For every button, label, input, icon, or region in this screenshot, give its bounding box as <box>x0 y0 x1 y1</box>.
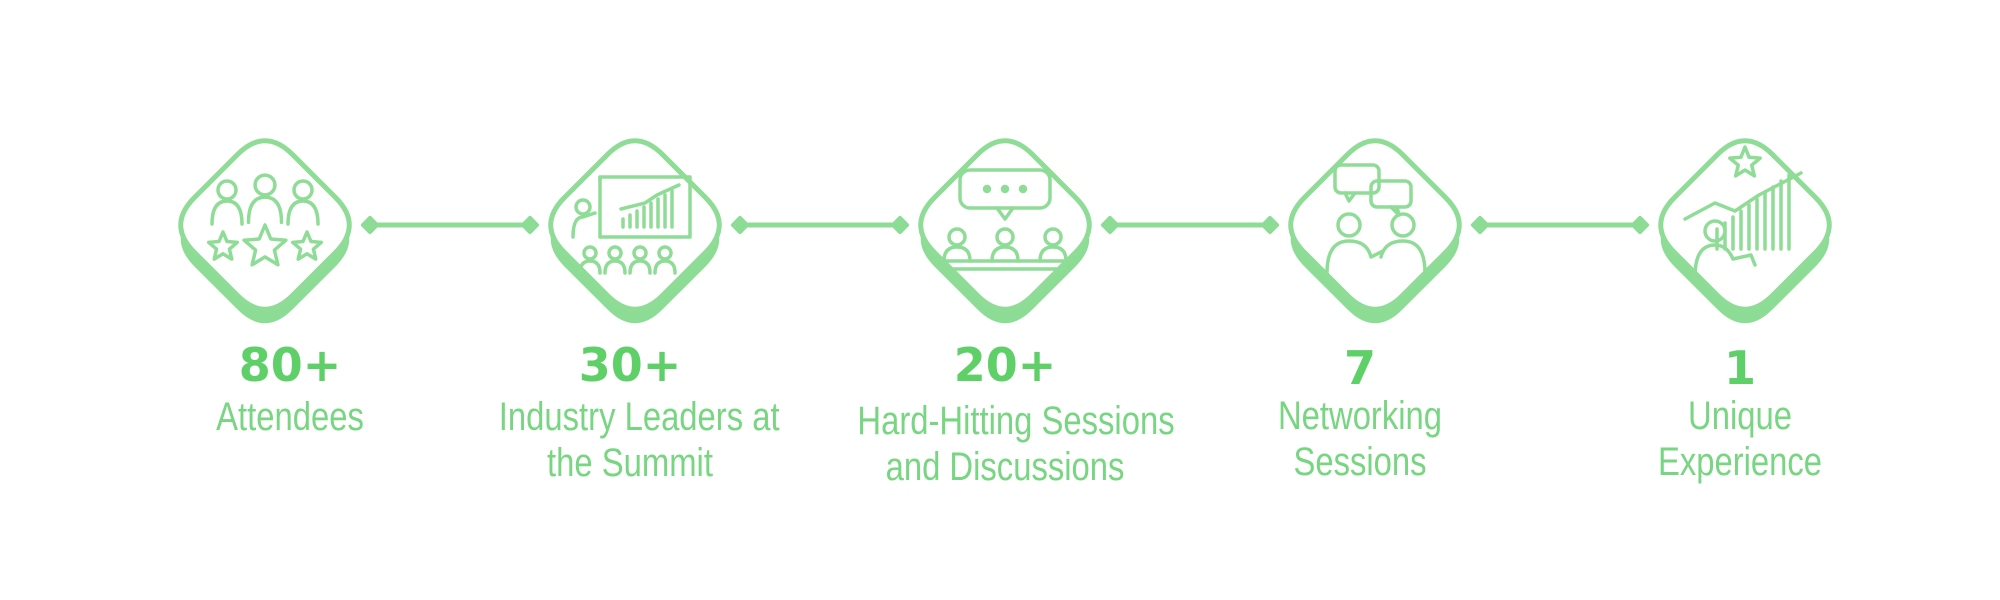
stat-label: Industry Leaders at the Summit <box>498 394 780 486</box>
badge-diamond <box>1288 138 1462 312</box>
stat-label-line: Experience <box>1657 440 1823 484</box>
stat-label-line: Unique <box>1688 394 1792 438</box>
badge-panel-discussion <box>918 138 1092 324</box>
stat-label-line: and Discussions <box>885 445 1125 489</box>
stat-label-line: Sessions <box>1293 440 1427 484</box>
stat-value: 7 <box>1343 341 1376 395</box>
badge-presenter-chart <box>548 138 722 324</box>
stat-value: 80+ <box>238 338 342 392</box>
stat-label: Networking Sessions <box>1262 393 1459 485</box>
connector-diamond <box>1100 215 1120 235</box>
badge-diamond <box>548 138 722 312</box>
stat-label-line: the Summit <box>547 441 713 485</box>
attendees-stars-icon <box>206 173 324 267</box>
badge-networking-chat <box>1288 138 1462 324</box>
badge-attendees-stars <box>178 138 352 324</box>
stat-label: Hard-Hitting Sessions and Discussions <box>857 398 1175 490</box>
connector-diamond <box>730 215 750 235</box>
connector-diamond <box>890 215 910 235</box>
networking-chat-icon <box>1325 163 1427 275</box>
panel-discussion-icon <box>942 168 1068 271</box>
stat-value: 1 <box>1723 341 1756 395</box>
stat-label-line: Attendees <box>216 395 364 439</box>
connector-lines <box>360 215 1650 235</box>
growth-star-icon <box>1683 145 1803 279</box>
stat-value: 20+ <box>953 338 1057 392</box>
stat-label-line: Networking <box>1277 394 1443 438</box>
stat-label: Attendees <box>179 394 400 440</box>
badge-diamond <box>918 138 1092 312</box>
presenter-chart-icon <box>571 175 692 275</box>
connector-diamond <box>1470 215 1490 235</box>
stat-label-line: Industry Leaders at <box>498 395 780 439</box>
connector-diamond <box>360 215 380 235</box>
connector-diamond <box>1260 215 1280 235</box>
badge-diamond <box>1658 138 1832 312</box>
stat-value: 30+ <box>578 338 682 392</box>
connector-diamond <box>520 215 540 235</box>
stat-label: Unique Experience <box>1642 393 1839 485</box>
connector-diamond <box>1630 215 1650 235</box>
stat-label-line: Hard-Hitting Sessions <box>857 399 1175 443</box>
badge-growth-star <box>1658 138 1832 324</box>
